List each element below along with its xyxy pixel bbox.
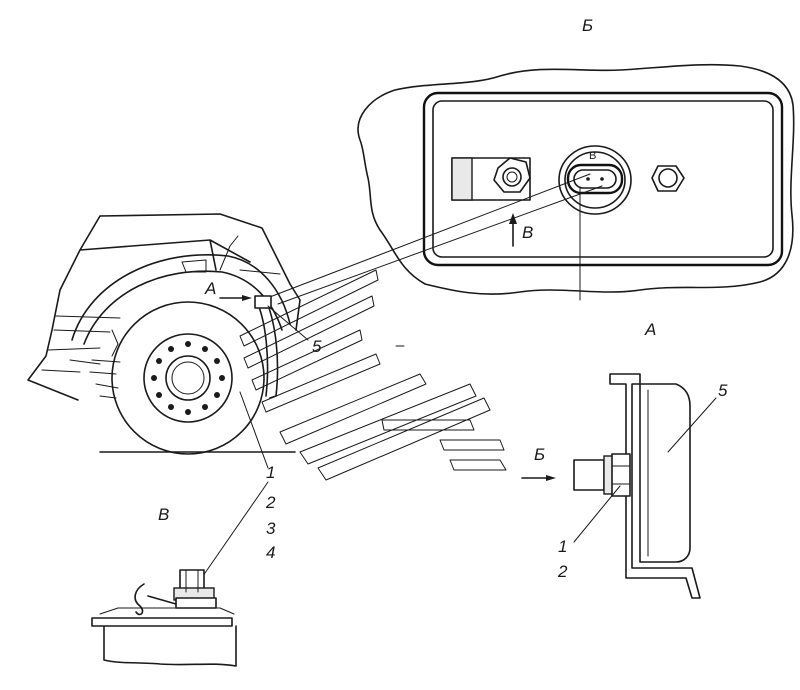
panel-outer-frame bbox=[422, 91, 784, 267]
view-a-connector bbox=[573, 453, 631, 497]
section-hatch-band bbox=[239, 269, 507, 481]
arrow-v-label: В bbox=[522, 223, 533, 242]
sensor-connector: В bbox=[558, 145, 632, 215]
view-a-housing bbox=[639, 383, 691, 563]
view-a-callout-leader bbox=[573, 485, 621, 543]
hex-nut-icon bbox=[651, 165, 685, 192]
bracket-nut-icon bbox=[493, 157, 531, 193]
view-a-callout-1: 1 bbox=[558, 537, 567, 556]
arrow-a-label: А bbox=[204, 279, 216, 298]
mudguard bbox=[255, 299, 279, 399]
view-b-title: Б bbox=[582, 16, 593, 35]
view-a-detail: А 5 Б 1 2 bbox=[521, 320, 728, 599]
view-b-detail: Б В bbox=[357, 16, 795, 295]
sensor-5-location bbox=[254, 295, 272, 309]
callout-5-leader bbox=[267, 305, 309, 341]
view-a-callout-5: 5 bbox=[718, 381, 728, 400]
mounting-bracket bbox=[451, 157, 531, 201]
detail-leader-lines bbox=[261, 173, 603, 305]
panel-hex-nut bbox=[651, 165, 685, 192]
view-b-break-outline bbox=[357, 63, 795, 295]
view-v-wire bbox=[134, 583, 177, 616]
view-arrow-a: А bbox=[204, 279, 252, 301]
view-v-callout-1: 1 bbox=[266, 463, 275, 482]
view-arrow-v: В bbox=[509, 213, 533, 247]
connector-pin-2 bbox=[600, 177, 604, 181]
view-v-callout-2: 2 bbox=[265, 493, 276, 512]
callout-5: 5 bbox=[312, 337, 322, 356]
connector-socket bbox=[566, 163, 624, 195]
connector-letter: В bbox=[589, 150, 596, 162]
cab-outline bbox=[27, 213, 301, 401]
view-v-base-plate bbox=[91, 617, 237, 667]
front-wheel bbox=[111, 301, 265, 455]
view-v-reference-line bbox=[239, 391, 269, 469]
connector-pin-1 bbox=[586, 177, 590, 181]
view-a-callout-2: 2 bbox=[557, 562, 568, 581]
arrow-b-label: Б bbox=[534, 445, 545, 464]
view-v-detail: В 1 2 3 4 bbox=[91, 463, 276, 667]
view-v-title: В bbox=[158, 505, 169, 524]
view-v-callout-3: 3 bbox=[266, 519, 276, 538]
wheel-nuts bbox=[151, 341, 225, 415]
view-arrow-b: Б bbox=[521, 445, 556, 481]
panel-inner-frame bbox=[432, 100, 774, 258]
view-v-sensor bbox=[173, 569, 217, 609]
view-a-title: А bbox=[644, 320, 656, 339]
truck-front-view: А 5 bbox=[27, 213, 322, 455]
view-v-callout-leader bbox=[195, 481, 269, 587]
view-v-callout-4: 4 bbox=[266, 543, 275, 562]
